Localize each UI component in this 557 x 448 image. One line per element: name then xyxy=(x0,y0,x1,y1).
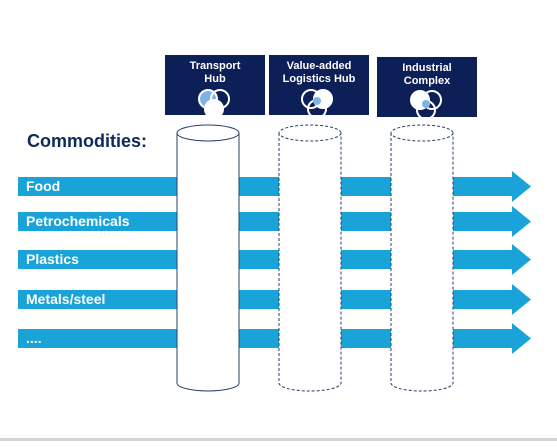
cylinder-body-2 xyxy=(390,133,454,392)
arrow-segment-4-2 xyxy=(341,329,398,348)
arrow-head-1 xyxy=(512,206,531,237)
arrow-segment-1-3 xyxy=(452,212,512,231)
stage-cylinder-0 xyxy=(176,124,240,392)
venn-circles-icon xyxy=(410,90,442,117)
arrow-segment-3-3 xyxy=(452,290,512,309)
arrow-segment-1-0 xyxy=(18,212,190,231)
arrow-head-2 xyxy=(512,244,531,275)
arrow-segment-2-1 xyxy=(236,250,290,269)
value-added-logistics-hub-box: Value-added Logistics Hub xyxy=(269,55,369,115)
arrow-segment-2-3 xyxy=(452,250,512,269)
transport-hub-box: Transport Hub xyxy=(165,55,265,115)
commodity-label-metals-steel: Metals/steel xyxy=(26,291,106,307)
arrow-segment-3-1 xyxy=(236,290,290,309)
arrow-segment-0-0 xyxy=(18,177,190,196)
arrow-segment-3-2 xyxy=(341,290,398,309)
arrow-segment-4-0 xyxy=(18,329,190,348)
arrow-segment-1-2 xyxy=(341,212,398,231)
arrow-segment-3-0 xyxy=(18,290,190,309)
industrial-complex-title: Industrial Complex xyxy=(402,62,452,87)
arrow-head-0 xyxy=(512,171,531,202)
arrow-segment-2-2 xyxy=(341,250,398,269)
venn-circles-icon xyxy=(301,89,333,115)
stage-cylinder-2 xyxy=(390,124,454,392)
commodity-label-more: .... xyxy=(26,330,42,346)
cylinder-body-1 xyxy=(278,133,342,392)
industrial-complex-box: Industrial Complex xyxy=(377,57,477,117)
cylinder-top-1 xyxy=(278,124,342,142)
cylinder-body-0 xyxy=(176,133,240,392)
commodity-label-petrochemicals: Petrochemicals xyxy=(26,213,130,229)
arrow-segment-0-3 xyxy=(452,177,512,196)
arrow-segment-1-1 xyxy=(236,212,290,231)
stage-cylinder-1 xyxy=(278,124,342,392)
commodity-label-plastics: Plastics xyxy=(26,251,79,267)
commodity-label-food: Food xyxy=(26,178,61,194)
arrow-segment-0-2 xyxy=(341,177,398,196)
commodities-heading: Commodities: xyxy=(27,131,148,151)
cylinder-top-2 xyxy=(390,124,454,142)
bottom-divider xyxy=(0,438,557,441)
arrow-segment-4-1 xyxy=(236,329,290,348)
arrow-head-4 xyxy=(512,323,531,354)
transport-hub-title: Transport Hub xyxy=(189,60,241,85)
arrow-segment-2-0 xyxy=(18,250,190,269)
arrow-segment-0-1 xyxy=(236,177,290,196)
cylinder-top-0 xyxy=(176,124,240,142)
venn-circles-icon xyxy=(198,89,230,115)
arrow-segment-4-3 xyxy=(452,329,512,348)
arrow-head-3 xyxy=(512,284,531,315)
value-added-logistics-hub-title: Value-added Logistics Hub xyxy=(282,60,356,85)
